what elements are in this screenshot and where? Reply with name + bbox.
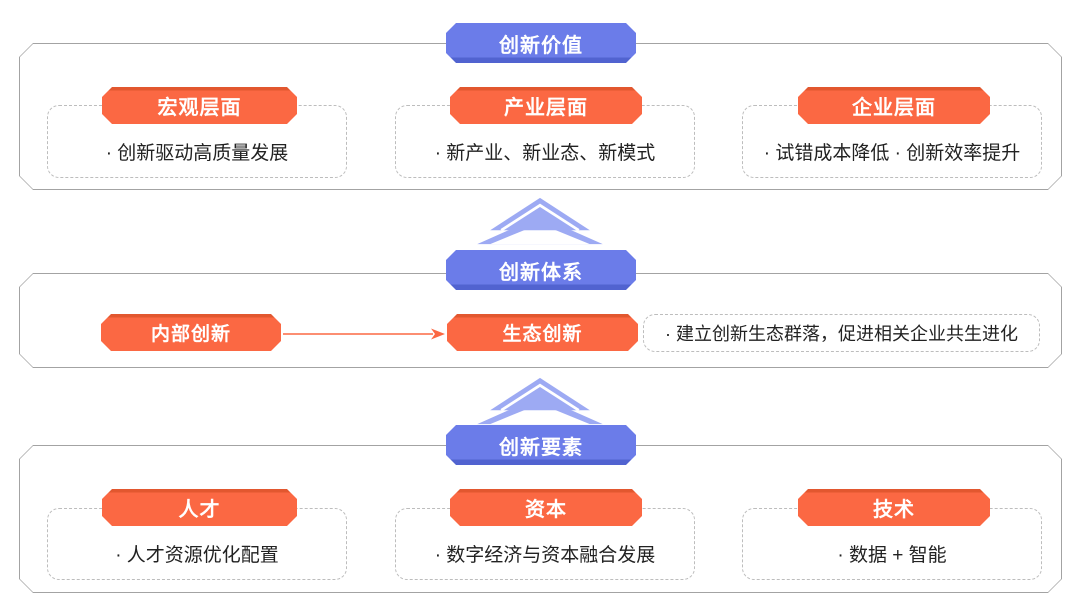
up-chevron-icon <box>477 377 603 425</box>
label-talent: 人才 <box>178 499 221 521</box>
header-pill-innovation-value: 创新价值 <box>446 23 636 63</box>
label-pill-enterprise: 企业层面 <box>798 87 990 124</box>
desc-macro: · 创新驱动高质量发展 <box>105 142 289 164</box>
desc-industry: · 新产业、新业态、新模式 <box>434 142 656 164</box>
label-macro: 宏观层面 <box>157 97 242 119</box>
label-technology: 技术 <box>873 499 915 521</box>
desc-talent: · 人才资源优化配置 <box>115 544 279 566</box>
header-innovation-system: 创新体系 <box>499 261 583 284</box>
desc-enterprise: · 试错成本降低 · 创新效率提升 <box>763 142 1021 164</box>
desc-capital: · 数字经济与资本融合发展 <box>434 544 656 566</box>
desc-box-ecosystem: · 建立创新生态群落，促进相关企业共生进化 <box>643 314 1040 352</box>
desc-technology: · 数据 + 智能 <box>837 544 947 566</box>
up-chevron-icon <box>477 197 603 245</box>
header-pill-innovation-system: 创新体系 <box>446 250 636 290</box>
label-ecosystem-innovation: 生态创新 <box>502 324 583 345</box>
label-pill-technology: 技术 <box>798 489 990 526</box>
label-pill-capital: 资本 <box>450 489 642 526</box>
label-industry: 产业层面 <box>504 97 588 119</box>
label-pill-industry: 产业层面 <box>450 87 642 124</box>
header-pill-innovation-elements: 创新要素 <box>446 425 636 465</box>
label-internal-innovation: 内部创新 <box>150 324 231 345</box>
label-enterprise: 企业层面 <box>852 97 936 119</box>
flow-pill-internal-innovation: 内部创新 <box>101 314 281 351</box>
label-pill-talent: 人才 <box>102 489 297 526</box>
label-pill-macro: 宏观层面 <box>102 87 297 124</box>
flow-pill-ecosystem-innovation: 生态创新 <box>447 314 638 351</box>
header-innovation-elements: 创新要素 <box>499 436 583 459</box>
desc-ecosystem: · 建立创新生态群落，促进相关企业共生进化 <box>665 324 1018 344</box>
header-innovation-value: 创新价值 <box>499 34 583 57</box>
flow-arrow-icon <box>283 328 445 340</box>
label-capital: 资本 <box>525 499 567 521</box>
desc-box-macro: · 创新驱动高质量发展 <box>47 105 347 178</box>
